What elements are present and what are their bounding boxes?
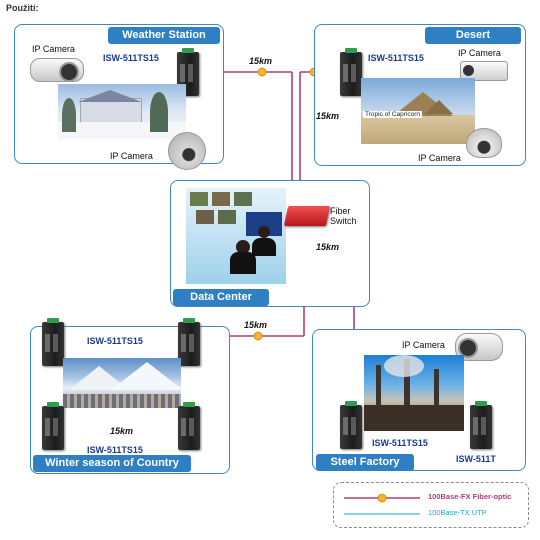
fiber-switch-icon xyxy=(283,206,331,226)
steel-camera-label: IP Camera xyxy=(402,340,445,350)
winter-switch-bottom-label: ISW-511TS15 xyxy=(87,445,143,455)
datacenter-distance-label: 15km xyxy=(316,242,340,252)
weather-camera2-label: IP Camera xyxy=(110,151,153,161)
winter-switch-top-label: ISW-511TS15 xyxy=(87,336,143,346)
weather-camera1-label: IP Camera xyxy=(32,44,75,54)
steel-switch1-icon xyxy=(340,401,362,449)
winter-inner-distance-label: 15km xyxy=(110,426,134,436)
weather-station-photo xyxy=(58,84,186,139)
desert-camera1-icon xyxy=(460,61,508,81)
winter-switch-top-left-icon xyxy=(42,318,64,366)
legend-fiber-label: 100Base-FX Fiber-optic xyxy=(428,492,512,501)
legend: 100Base-FX Fiber-optic 100Base-TX UTP xyxy=(333,482,529,528)
winter-title: Winter season of Country xyxy=(33,455,191,472)
winter-switch-bottom-right-icon xyxy=(178,402,200,450)
steel-switch2-label: ISW-511T xyxy=(456,454,496,464)
marker-winter xyxy=(253,331,263,341)
winter-distance-label: 15km xyxy=(244,320,268,330)
desert-photo-caption: Tropic of Capricorn xyxy=(363,111,423,118)
weather-station-title: Weather Station xyxy=(108,27,220,44)
desert-camera2-label: IP Camera xyxy=(418,153,461,163)
weather-camera2-icon xyxy=(168,132,206,170)
winter-photo xyxy=(63,358,181,408)
desert-camera1-label: IP Camera xyxy=(458,48,501,58)
steel-factory-title: Steel Factory xyxy=(316,454,414,471)
winter-switch-top-right-icon xyxy=(178,318,200,366)
page-title: Použití: xyxy=(6,3,39,13)
desert-photo: Tropic of Capricorn xyxy=(361,78,475,144)
steel-factory-photo xyxy=(364,355,464,431)
marker-weather xyxy=(257,67,267,77)
weather-switch-label: ISW-511TS15 xyxy=(103,53,159,63)
steel-switch2-icon xyxy=(470,401,492,449)
weather-camera1-icon xyxy=(30,58,84,82)
legend-fiber-line xyxy=(344,493,420,503)
desert-switch-label: ISW-511TS15 xyxy=(368,53,424,63)
data-center-title: Data Center xyxy=(173,289,269,306)
data-center-photo xyxy=(186,188,286,284)
weather-distance-label: 15km xyxy=(249,56,273,66)
steel-switch1-label: ISW-511TS15 xyxy=(372,438,428,448)
desert-camera2-icon xyxy=(466,128,502,158)
fiber-switch-label: Fiber Switch xyxy=(330,206,357,226)
winter-switch-bottom-left-icon xyxy=(42,402,64,450)
legend-utp-label: 100Base-TX UTP xyxy=(428,508,487,517)
legend-utp-line xyxy=(344,513,420,515)
desert-switch-icon xyxy=(340,48,362,96)
desert-distance-label: 15km xyxy=(316,111,340,121)
desert-title: Desert xyxy=(425,27,521,44)
